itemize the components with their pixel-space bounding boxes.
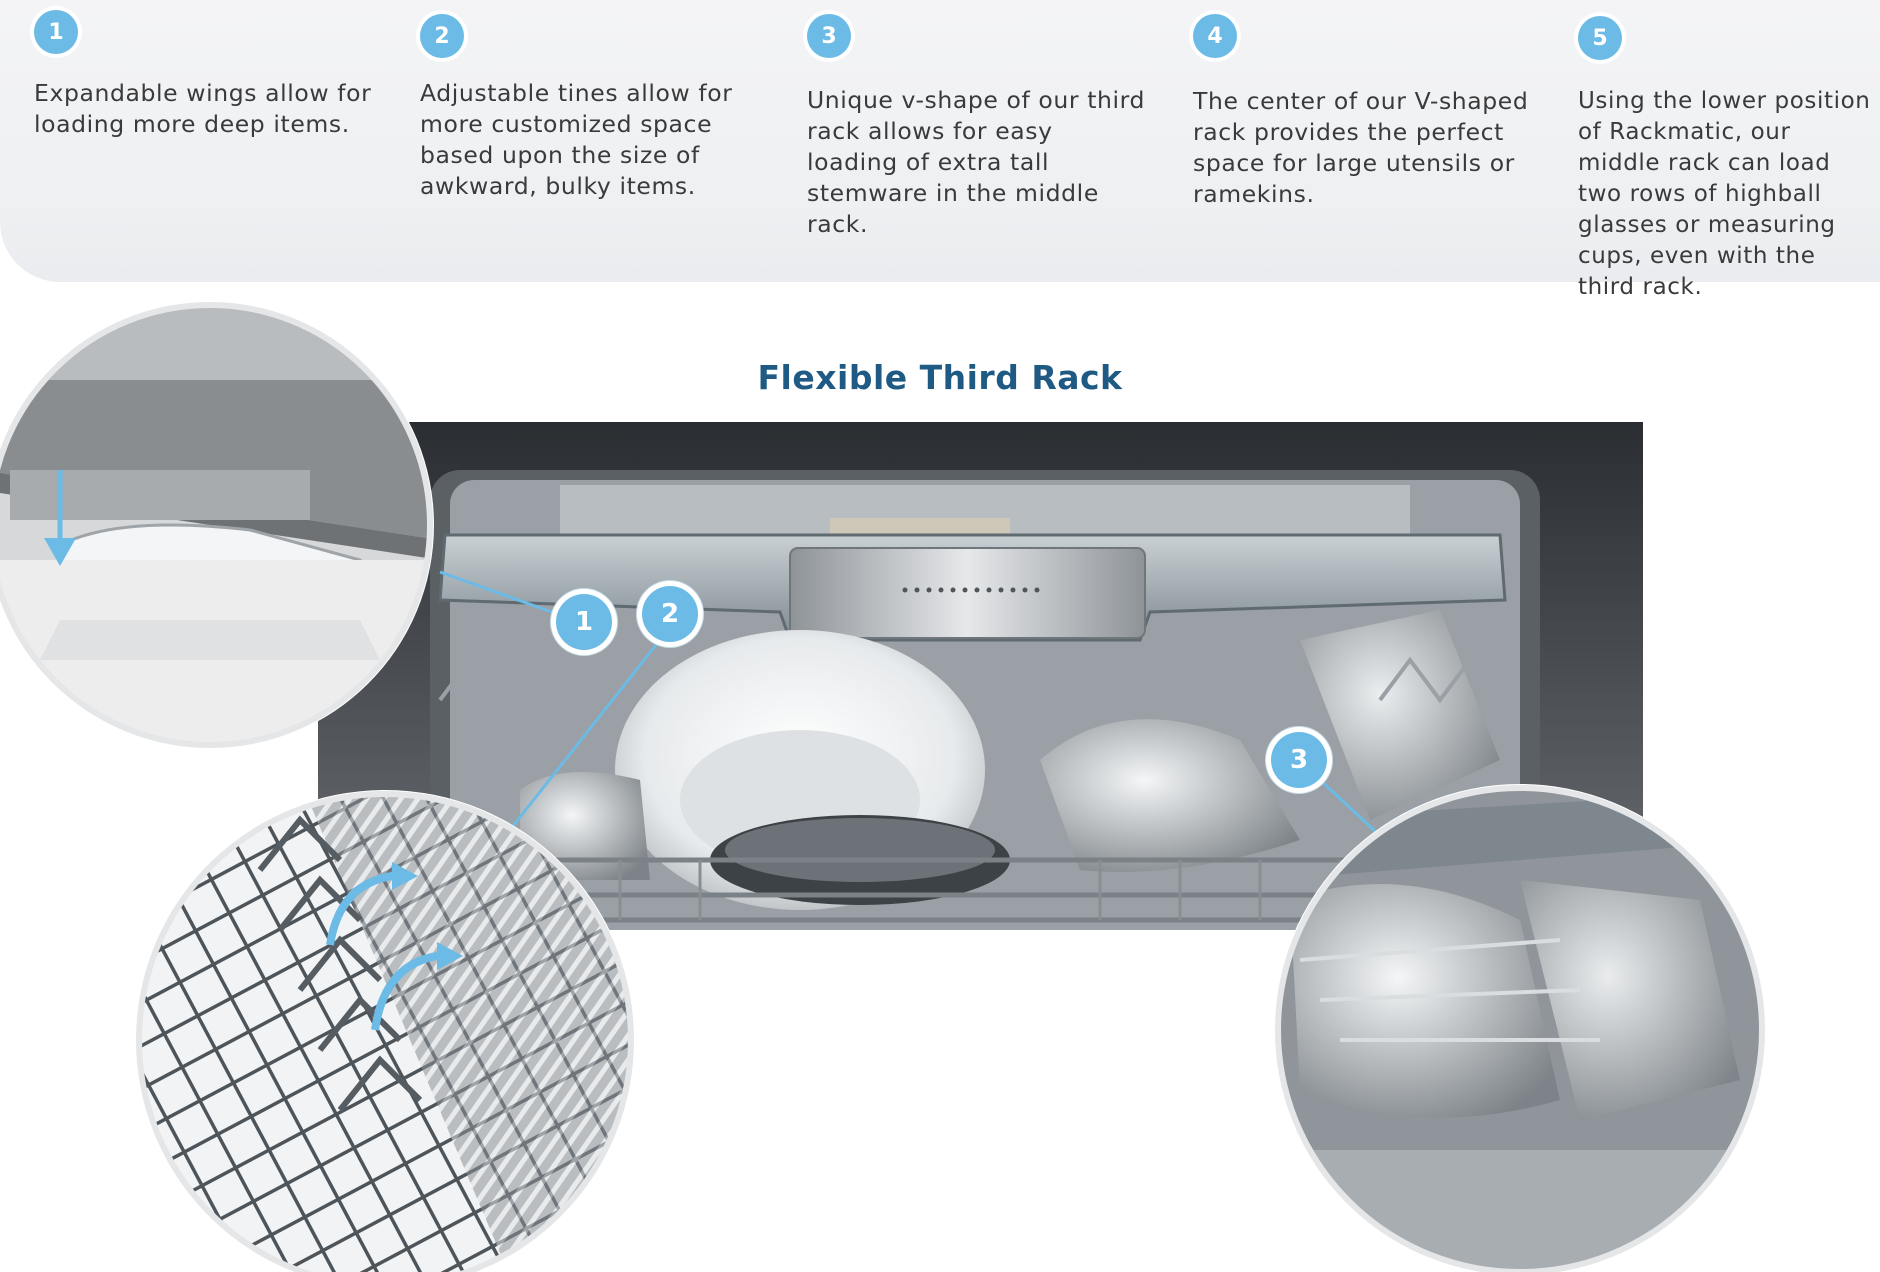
feature-description: Unique v-shape of our third rack allows … xyxy=(807,86,1146,238)
page-title: Flexible Third Rack xyxy=(757,358,1123,397)
feature-3: 3 Unique v-shape of our third rack allow… xyxy=(807,14,1147,240)
arrow-down-icon xyxy=(44,470,76,566)
zoom-detail-tines xyxy=(135,790,635,1272)
feature-number-badge: 3 xyxy=(807,14,851,58)
feature-2: 2 Adjustable tines allow for more custom… xyxy=(420,14,760,202)
curved-arrow-icon xyxy=(326,871,446,1031)
callout-badge-3: 3 xyxy=(1271,732,1327,788)
features-panel xyxy=(0,0,1880,282)
feature-description: Expandable wings allow for loading more … xyxy=(34,79,372,138)
indicator-dots xyxy=(902,587,1040,593)
feature-1: 1 Expandable wings allow for loading mor… xyxy=(34,10,374,140)
feature-number-badge: 4 xyxy=(1193,14,1237,58)
feature-description: The center of our V-shaped rack provides… xyxy=(1193,87,1529,208)
feature-number-badge: 1 xyxy=(34,10,78,54)
feature-4: 4 The center of our V-shaped rack provid… xyxy=(1193,14,1533,210)
callout-badge-2: 2 xyxy=(642,586,698,642)
feature-number-badge: 2 xyxy=(420,14,464,58)
feature-5: 5 Using the lower position of Rackmatic,… xyxy=(1578,16,1878,303)
feature-number-badge: 5 xyxy=(1578,16,1622,60)
feature-description: Adjustable tines allow for more customiz… xyxy=(420,79,733,200)
feature-description: Using the lower position of Rackmatic, o… xyxy=(1578,88,1871,300)
callout-badge-1: 1 xyxy=(556,594,612,650)
